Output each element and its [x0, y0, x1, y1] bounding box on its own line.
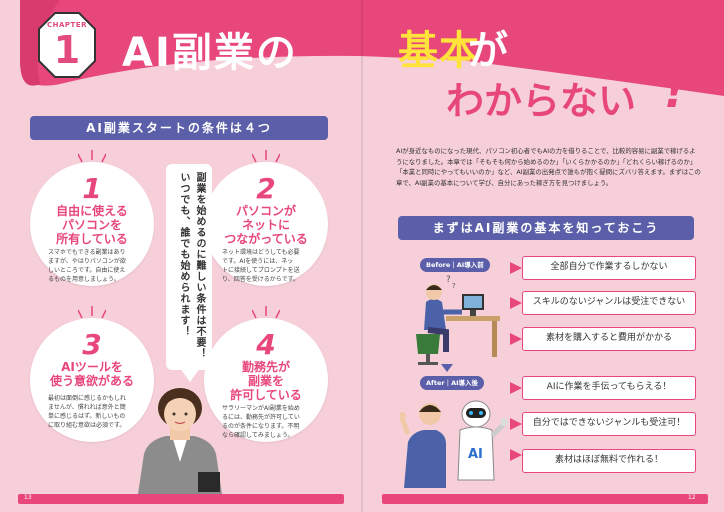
man-and-robot-illustration: AI [400, 400, 508, 488]
condition-body: ネット環境はどうしても必要です。AIを使うには、ネットに接続してプロンプトを送り… [222, 249, 300, 283]
speech-line-2: いつでも、誰でも始められます！ [178, 172, 189, 337]
chapter-number: 1 [53, 28, 81, 72]
condition-heading: 勤務先が副業を許可している [230, 360, 302, 402]
robot-label: AI [468, 447, 483, 462]
after-item-1: AIに作業を手伝ってもらえる！ [522, 376, 696, 400]
before-item-1: 全部自分で作業するしかない [522, 256, 696, 280]
condition-number: 4 [256, 328, 276, 361]
before-item-3: 素材を購入すると費用がかかる [522, 327, 696, 351]
title-part1: AI副業の [122, 30, 298, 76]
rays-icon [252, 150, 280, 163]
condition-heading: AIツールを使う意欲がある [49, 360, 134, 388]
title-exclaim: ! [664, 64, 685, 118]
intro-paragraph: AIが身近なものになった現代、パソコン初心者でもAIの力を借りることで、比較的容… [396, 147, 701, 187]
condition-card-3: 3 AIツールを使う意欲がある 最初は面倒に感じるかもしれませんが、慣れれば意外… [30, 318, 154, 442]
page-number-left: 13 [24, 494, 32, 501]
condition-number: 1 [82, 172, 102, 205]
title-part2: 基本 [398, 28, 480, 74]
office-worker-illustration: ? ? [416, 275, 500, 365]
gutter [361, 0, 363, 512]
footer-bar-left [18, 494, 344, 504]
after-item-2: 自分ではできないジャンルも受注可！ [522, 412, 696, 436]
svg-text:?: ? [446, 275, 451, 285]
title-part4: わからない [446, 79, 637, 123]
basics-ribbon: まずはAI副業の基本を知っておこう [398, 216, 694, 240]
condition-card-4: 4 勤務先が副業を許可している サラリーマンがAI副業を始めるには、勤務先が許可… [204, 318, 328, 442]
rays-icon [252, 306, 280, 319]
chapter-badge: CHAPTER 1 [38, 12, 96, 78]
bubble-tail [180, 368, 200, 382]
condition-heading: パソコンがネットにつながっている [224, 204, 308, 246]
condition-body: サラリーマンがAI副業を始めるには、勤務先が許可しているのが条件になります。不明… [222, 405, 300, 439]
after-tag: After｜AI導入後 [420, 376, 485, 390]
conditions-ribbon: AI副業スタートの条件は４つ [30, 116, 328, 140]
rays-icon [78, 150, 106, 163]
condition-card-2: 2 パソコンがネットにつながっている ネット環境はどうしても必要です。AIを使う… [204, 162, 328, 286]
footer-bar-right [382, 494, 708, 504]
condition-card-1: 1 自由に使えるパソコンを所有している スマホでもできる副業はありますが、やはり… [30, 162, 154, 286]
title-part3: が [468, 28, 508, 74]
svg-text:?: ? [452, 282, 456, 290]
rays-icon [78, 306, 106, 319]
condition-heading: 自由に使えるパソコンを所有している [56, 204, 128, 246]
pointer-arrows [510, 262, 522, 461]
speech-bubble: 副業を始めるのに難しい条件は不要！ いつでも、誰でも始められます！ [166, 164, 212, 370]
condition-number: 2 [256, 172, 276, 205]
header-banner [20, 0, 724, 96]
arrow-down-icon [441, 364, 453, 372]
after-item-3: 素材はほぼ無料で作れる！ [522, 449, 696, 473]
condition-number: 3 [82, 328, 102, 361]
chapter-label: CHAPTER [47, 21, 87, 29]
before-item-2: スキルのないジャンルは受注できない [522, 291, 696, 315]
speech-line-1: 副業を始めるのに難しい条件は不要！ [194, 172, 205, 359]
page-number-right: 12 [688, 494, 696, 501]
condition-body: 最初は面倒に感じるかもしれませんが、慣れれば意外と簡単に感じるはず。新しいものに… [48, 395, 127, 429]
before-tag: Before｜AI導入前 [420, 258, 490, 272]
businesswoman-illustration [138, 388, 222, 494]
condition-body: スマホでもできる副業はありますが、やはりパソコンが欲しいところです。自由に使える… [48, 249, 126, 283]
